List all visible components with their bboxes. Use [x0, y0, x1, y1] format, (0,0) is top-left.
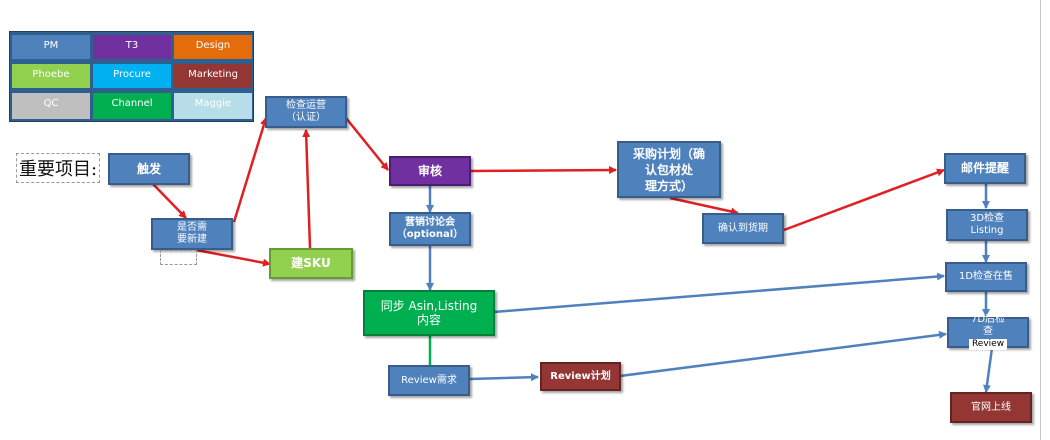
arrow-plan-to-7d: [619, 330, 947, 378]
node-review[interactable]: 审核: [389, 156, 471, 186]
legend-item-maggie: Maggie: [174, 93, 252, 119]
ghost-box: [160, 250, 197, 265]
arrow-purchase-to-confirm: [669, 196, 739, 216]
arrow-reviewreq-to-plan: [469, 373, 539, 382]
legend-item-t3: T3: [93, 35, 171, 59]
legend-item-channel: Channel: [93, 93, 171, 119]
legend-item-pm: PM: [12, 35, 90, 59]
node-purchase-plan[interactable]: 采购计划（确 认包材处 理方式）: [617, 141, 721, 198]
arrow-need-to-check: [232, 117, 268, 223]
node-check-7d-sub: Review: [968, 339, 1008, 350]
node-confirm-arrival[interactable]: 确认到货期: [702, 213, 784, 244]
arrow-need-to-sku: [195, 248, 271, 267]
node-trigger[interactable]: 触发: [108, 153, 190, 185]
legend-item-design: Design: [174, 35, 252, 59]
arrow-check-to-review: [345, 117, 389, 171]
node-email-reminder[interactable]: 邮件提醒: [944, 153, 1026, 184]
legend-item-marketing: Marketing: [174, 64, 252, 88]
important-project-label: 重要项目:: [16, 153, 101, 183]
node-check-ops[interactable]: 检查运营 （认证）: [265, 96, 347, 128]
node-check-7d[interactable]: 7D后检 查 Review: [947, 314, 1029, 350]
arrow-7d-to-online: [982, 347, 994, 393]
node-check-1d[interactable]: 1D检查在售: [945, 262, 1027, 292]
node-marketing-meeting[interactable]: 营销讨论会 （optional）: [389, 212, 471, 246]
arrow-trigger-to-need: [151, 182, 187, 219]
node-review-request[interactable]: Review需求: [388, 365, 470, 396]
node-official-online[interactable]: 官网上线: [950, 392, 1032, 423]
arrow-review-to-purchase: [469, 166, 617, 175]
arrow-sku-to-check: [302, 129, 312, 249]
page-edge: [1040, 0, 1041, 440]
node-create-sku[interactable]: 建SKU: [269, 248, 353, 279]
node-check-3d[interactable]: 3D检查 Listing: [946, 209, 1028, 241]
node-review-plan[interactable]: Review计划: [540, 362, 621, 391]
legend-item-procure: Procure: [93, 64, 171, 88]
node-sync-listing[interactable]: 同步 Asin,Listing 内容: [363, 290, 495, 336]
arrow-confirm-to-email: [783, 168, 945, 232]
legend-item-phoebe: Phoebe: [12, 64, 90, 88]
legend: PM T3 Design Phoebe Procure Marketing QC…: [9, 31, 254, 122]
node-check-7d-label: 7D后检 查: [970, 314, 1006, 337]
arrow-sync-to-1d: [493, 272, 945, 314]
legend-item-qc: QC: [12, 93, 90, 119]
node-need-new[interactable]: 是否需 要新建: [151, 218, 233, 250]
